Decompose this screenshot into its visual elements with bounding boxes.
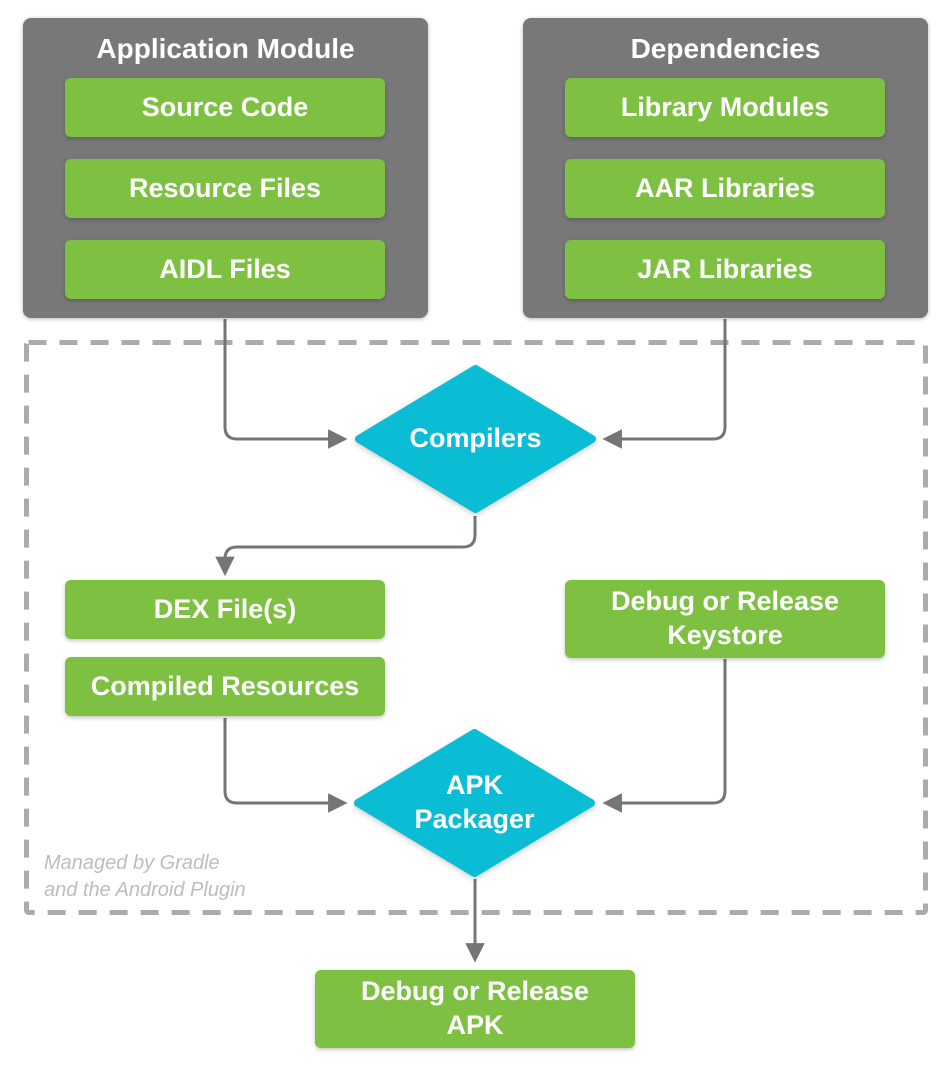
dependencies-box: Dependencies Library Modules AAR Librari… [523, 18, 928, 318]
compilers-label: Compilers [409, 423, 542, 454]
keystore-node: Debug or Release Keystore [565, 580, 885, 658]
aar-libraries-node: AAR Libraries [565, 159, 885, 218]
apk-packager-diamond: APK Packager [352, 727, 597, 879]
dependencies-title: Dependencies [630, 33, 821, 64]
source-code-node: Source Code [65, 78, 385, 137]
gradle-note: Managed by Gradle and the Android Plugin [44, 850, 246, 904]
gradle-note-line2: and the Android Plugin [44, 879, 246, 901]
application-module-title: Application Module [96, 33, 355, 64]
arrow-dependencies-to-compilers [602, 319, 727, 449]
compilers-diamond: Compilers [353, 363, 598, 515]
output-apk-node: Debug or Release APK [315, 970, 635, 1048]
resource-files-node: Resource Files [65, 159, 385, 218]
apk-packager-label: APK Packager [414, 770, 535, 834]
arrow-compiled-resources-to-apk-packager [223, 718, 348, 813]
application-module-box: Application Module Source Code Resource … [23, 18, 428, 318]
aidl-files-node: AIDL Files [65, 240, 385, 299]
arrow-compilers-to-dex-files [215, 516, 477, 577]
compiled-resources-node: Compiled Resources [65, 657, 385, 716]
arrow-keystore-to-apk-packager [602, 659, 727, 813]
arrow-application-module-to-compilers [223, 319, 348, 449]
jar-libraries-node: JAR Libraries [565, 240, 885, 299]
library-modules-node: Library Modules [565, 78, 885, 137]
gradle-note-line1: Managed by Gradle [44, 852, 220, 874]
dex-files-node: DEX File(s) [65, 580, 385, 639]
